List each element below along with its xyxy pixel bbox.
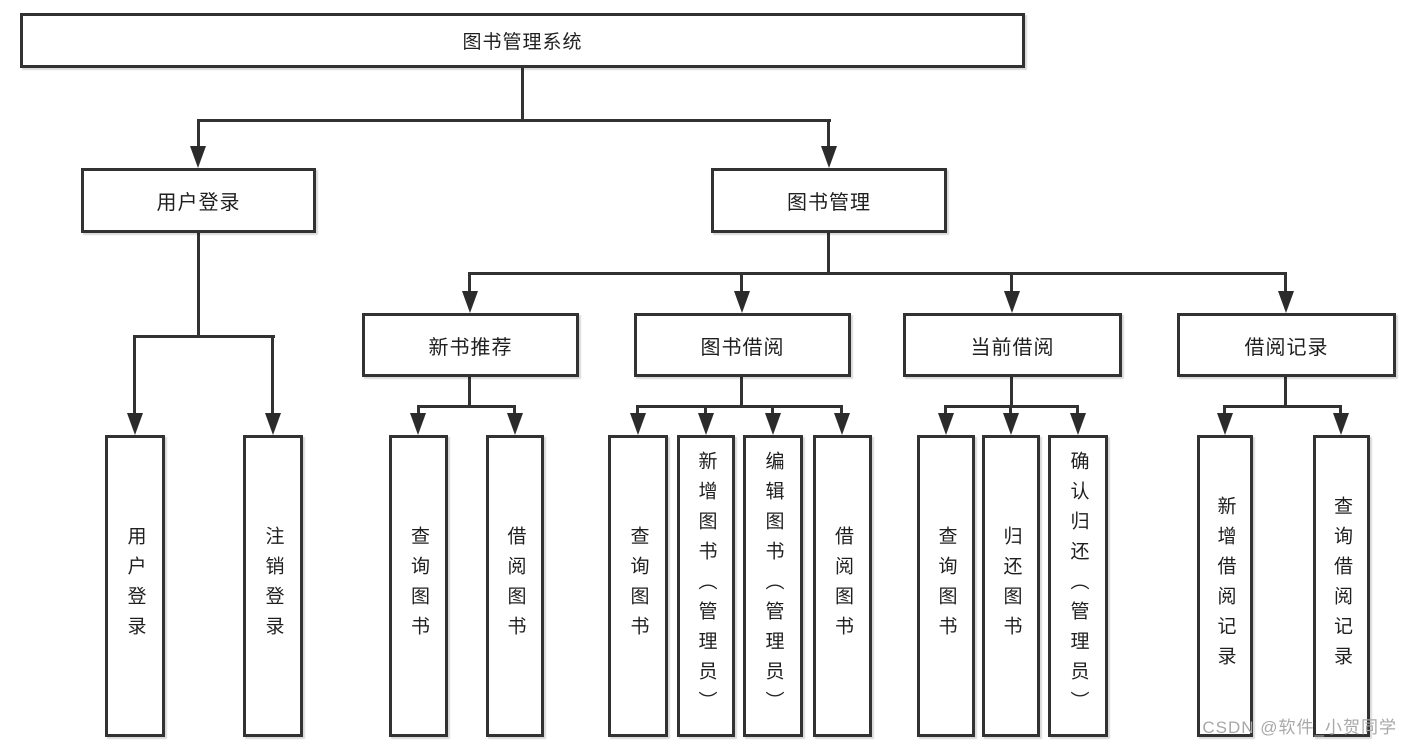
arrow-head-icon xyxy=(410,413,426,435)
node-logout-leaf: 注销登录 xyxy=(243,435,303,737)
connector-line xyxy=(1223,405,1226,419)
node-label: 注销登录 xyxy=(262,526,284,646)
node-label: 借阅记录 xyxy=(1244,336,1329,359)
node-label: 新书推荐 xyxy=(428,336,513,359)
arrow-head-icon xyxy=(834,413,850,435)
node-borrow-books-recommend: 借阅图书 xyxy=(486,435,544,737)
connector-line xyxy=(197,119,200,150)
node-label: 新增图书（管理员） xyxy=(695,451,717,721)
node-book-management: 图书管理 xyxy=(711,168,947,233)
arrow-head-icon xyxy=(1003,413,1019,435)
node-return-books: 归还图书 xyxy=(982,435,1040,737)
node-confirm-return-admin: 确认归还（管理员） xyxy=(1048,435,1108,737)
node-label: 用户登录 xyxy=(156,192,241,214)
node-label: 图书管理系统 xyxy=(462,32,583,53)
arrow-head-icon xyxy=(1278,291,1294,313)
node-label: 查询借阅记录 xyxy=(1331,496,1352,676)
node-query-books-current: 查询图书 xyxy=(917,435,975,737)
watermark: CSDN @软件_小贺同学 xyxy=(1202,718,1397,737)
node-query-books-borrowing: 查询图书 xyxy=(608,435,668,737)
connector-line xyxy=(1076,405,1079,419)
node-label: 借阅图书 xyxy=(504,526,526,646)
arrow-head-icon xyxy=(190,146,206,168)
connector-line xyxy=(1284,377,1287,406)
node-label: 图书管理 xyxy=(787,192,871,214)
arrow-head-icon xyxy=(462,291,478,313)
node-borrow-books-leaf: 借阅图书 xyxy=(813,435,872,737)
node-user-login: 用户登录 xyxy=(81,168,316,233)
connector-line xyxy=(417,405,516,408)
connector-line xyxy=(1339,405,1342,419)
node-label: 查询图书 xyxy=(627,526,649,646)
node-book-borrowing: 图书借阅 xyxy=(634,313,851,377)
arrow-head-icon xyxy=(1004,291,1020,313)
connector-line xyxy=(704,405,707,419)
connector-line xyxy=(636,405,639,419)
node-new-book-recommendation: 新书推荐 xyxy=(362,313,579,377)
arrow-head-icon xyxy=(1070,413,1086,435)
arrow-head-icon xyxy=(630,413,646,435)
connector-line xyxy=(771,405,774,419)
connector-line xyxy=(944,405,947,419)
arrow-head-icon xyxy=(507,413,523,435)
connector-line xyxy=(740,272,743,293)
node-label: 查询图书 xyxy=(935,526,957,646)
node-label: 查询图书 xyxy=(408,526,429,646)
arrow-head-icon xyxy=(734,291,750,313)
connector-line xyxy=(468,272,1287,275)
node-label: 用户登录 xyxy=(124,526,146,646)
node-add-book-admin: 新增图书（管理员） xyxy=(677,435,735,737)
connector-line xyxy=(513,405,516,419)
arrow-head-icon xyxy=(127,413,143,435)
arrow-head-icon xyxy=(265,413,281,435)
node-edit-book-admin: 编辑图书（管理员） xyxy=(743,435,803,737)
node-current-borrowing: 当前借阅 xyxy=(903,313,1122,377)
node-add-borrow-record: 新增借阅记录 xyxy=(1197,435,1253,737)
arrow-head-icon xyxy=(765,413,781,435)
connector-line xyxy=(521,68,524,120)
node-query-books-recommend: 查询图书 xyxy=(389,435,448,737)
connector-line xyxy=(827,232,830,275)
node-query-borrow-record: 查询借阅记录 xyxy=(1313,435,1370,737)
node-label: 当前借阅 xyxy=(970,336,1055,359)
connector-line xyxy=(1009,405,1012,419)
connector-line xyxy=(468,272,471,293)
node-user-login-leaf: 用户登录 xyxy=(105,435,165,737)
connector-line xyxy=(468,377,471,406)
connector-line xyxy=(197,119,831,122)
connector-line xyxy=(417,405,420,419)
arrow-head-icon xyxy=(1333,413,1349,435)
connector-line xyxy=(1284,272,1287,293)
node-label: 确认归还（管理员） xyxy=(1067,451,1089,721)
arrow-head-icon xyxy=(821,146,837,168)
node-label: 新增借阅记录 xyxy=(1214,496,1236,676)
arrow-head-icon xyxy=(938,413,954,435)
connector-line xyxy=(827,119,830,150)
connector-line xyxy=(197,232,200,337)
connector-line xyxy=(636,405,842,408)
node-label: 编辑图书（管理员） xyxy=(762,451,784,721)
node-library-system: 图书管理系统 xyxy=(20,13,1025,68)
node-borrowing-records: 借阅记录 xyxy=(1177,313,1396,377)
connector-line xyxy=(840,405,843,419)
node-label: 图书借阅 xyxy=(700,336,785,359)
arrow-head-icon xyxy=(698,413,714,435)
arrow-head-icon xyxy=(1217,413,1233,435)
connector-line xyxy=(134,335,275,338)
connector-line xyxy=(740,377,743,406)
node-label: 归还图书 xyxy=(1000,526,1022,646)
connector-line xyxy=(1223,405,1342,408)
connector-line xyxy=(1010,272,1013,293)
connector-line xyxy=(1010,377,1013,406)
node-label: 借阅图书 xyxy=(832,526,853,646)
connector-line xyxy=(133,335,136,418)
connector-line xyxy=(271,335,274,418)
